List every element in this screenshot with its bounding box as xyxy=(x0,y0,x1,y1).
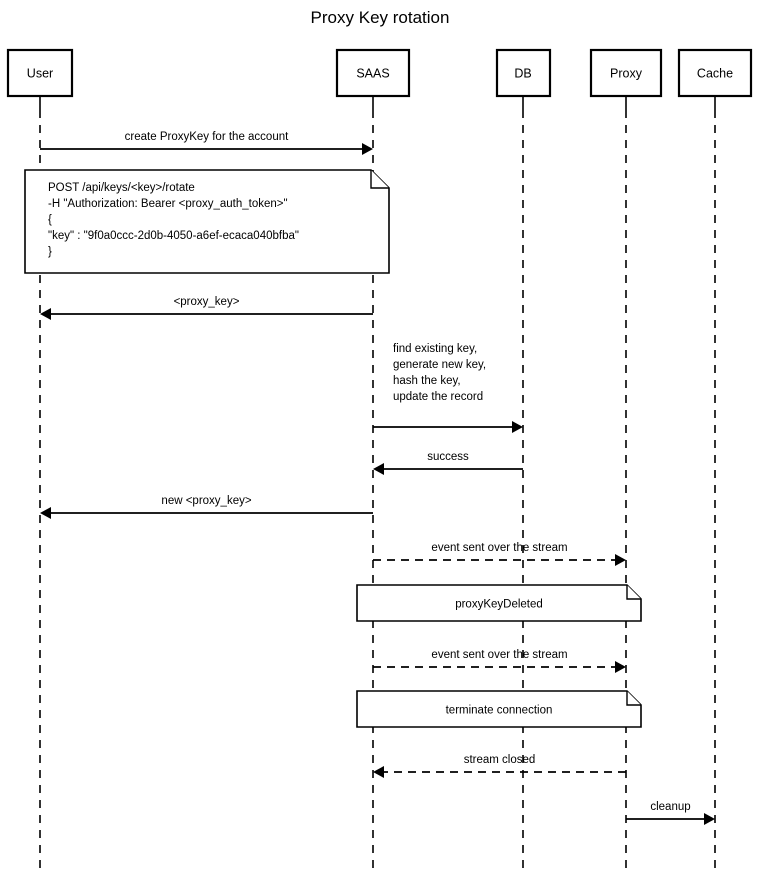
note-line: "key" : "9f0a0ccc-2d0b-4050-a6ef-ecaca04… xyxy=(48,230,299,242)
participant-user[interactable]: User xyxy=(6,48,74,98)
arrow-head-msg-proxy-key-return xyxy=(40,308,51,320)
arrow-head-msg-event-stream-2 xyxy=(615,661,626,673)
message-msg-stream-closed[interactable]: stream closed xyxy=(373,754,626,778)
note-line: } xyxy=(48,246,52,258)
notes-layer: POST /api/keys/<key>/rotate -H "Authoriza… xyxy=(24,169,642,728)
message-msg-proxy-key-return[interactable]: <proxy_key> xyxy=(40,296,373,320)
message-msg-event-stream-1[interactable]: event sent over the stream xyxy=(373,542,626,566)
note-line: { xyxy=(48,214,52,226)
participant-label-proxy: Proxy xyxy=(610,67,643,81)
note-line: -H "Authorization: Bearer <proxy_auth_to… xyxy=(48,198,288,210)
message-label-msg-create-proxykey: create ProxyKey for the account xyxy=(125,131,289,143)
note-line: terminate connection xyxy=(446,705,553,717)
note-fold-corner-note-proxykeydeleted xyxy=(626,585,641,600)
activity-note-line: update the record xyxy=(393,391,483,403)
activity-note-line: find existing key, xyxy=(393,343,477,355)
participant-saas[interactable]: SAAS xyxy=(335,48,411,98)
message-label-msg-stream-closed: stream closed xyxy=(464,754,536,766)
arrow-head-msg-saas-to-db xyxy=(512,421,523,433)
note-line: POST /api/keys/<key>/rotate xyxy=(48,182,195,194)
note-fold-corner-note-terminate-connection xyxy=(626,691,641,706)
note-note-request: POST /api/keys/<key>/rotate -H "Authoriza… xyxy=(24,169,390,274)
participant-box-db xyxy=(495,48,552,98)
note-fold-corner-note-request xyxy=(370,170,389,189)
message-msg-create-proxykey[interactable]: create ProxyKey for the account xyxy=(40,131,373,155)
message-label-msg-new-proxy-key: new <proxy_key> xyxy=(161,495,251,507)
participant-label-user: User xyxy=(27,67,53,81)
activity-notes-layer: find existing key, generate new key, hash … xyxy=(393,343,486,403)
note-box-note-proxykeydeleted xyxy=(356,584,642,622)
arrow-head-msg-new-proxy-key xyxy=(40,507,51,519)
note-note-proxykeydeleted: proxyKeyDeleted xyxy=(356,584,642,622)
message-label-msg-proxy-key-return: <proxy_key> xyxy=(174,296,240,308)
messages-layer: create ProxyKey for the account <proxy_ke… xyxy=(40,131,715,825)
arrow-head-msg-stream-closed xyxy=(373,766,384,778)
participant-label-db: DB xyxy=(514,67,531,81)
message-label-msg-cleanup: cleanup xyxy=(650,801,690,813)
message-msg-success[interactable]: success xyxy=(373,451,523,475)
participant-box-user xyxy=(6,48,74,98)
participant-box-proxy xyxy=(589,48,663,98)
participant-label-cache: Cache xyxy=(697,67,733,81)
participant-label-saas: SAAS xyxy=(356,67,389,81)
participants-layer: User SAAS DB Proxy Cache xyxy=(6,48,753,98)
activity-note-line: hash the key, xyxy=(393,375,461,387)
message-label-msg-event-stream-1: event sent over the stream xyxy=(431,542,567,554)
activity-note-line: generate new key, xyxy=(393,359,486,371)
note-box-note-request xyxy=(24,169,390,274)
arrow-head-msg-create-proxykey xyxy=(362,143,373,155)
note-note-terminate-connection: terminate connection xyxy=(356,690,642,728)
participant-proxy[interactable]: Proxy xyxy=(589,48,663,98)
participant-box-cache xyxy=(677,48,753,98)
activity-note-note-saas-processing: find existing key, generate new key, hash … xyxy=(393,343,486,403)
note-box-note-terminate-connection xyxy=(356,690,642,728)
participant-db[interactable]: DB xyxy=(495,48,552,98)
message-msg-cleanup[interactable]: cleanup xyxy=(626,801,715,825)
message-msg-new-proxy-key[interactable]: new <proxy_key> xyxy=(40,495,373,519)
arrow-head-msg-cleanup xyxy=(704,813,715,825)
arrow-head-msg-event-stream-1 xyxy=(615,554,626,566)
message-label-msg-event-stream-2: event sent over the stream xyxy=(431,649,567,661)
message-msg-event-stream-2[interactable]: event sent over the stream xyxy=(373,649,626,673)
message-msg-saas-to-db[interactable] xyxy=(373,421,523,433)
note-line: proxyKeyDeleted xyxy=(455,599,543,611)
message-label-msg-success: success xyxy=(427,451,469,463)
arrow-head-msg-success xyxy=(373,463,384,475)
page-title: Proxy Key rotation xyxy=(311,8,450,27)
participant-cache[interactable]: Cache xyxy=(677,48,753,98)
participant-box-saas xyxy=(335,48,411,98)
